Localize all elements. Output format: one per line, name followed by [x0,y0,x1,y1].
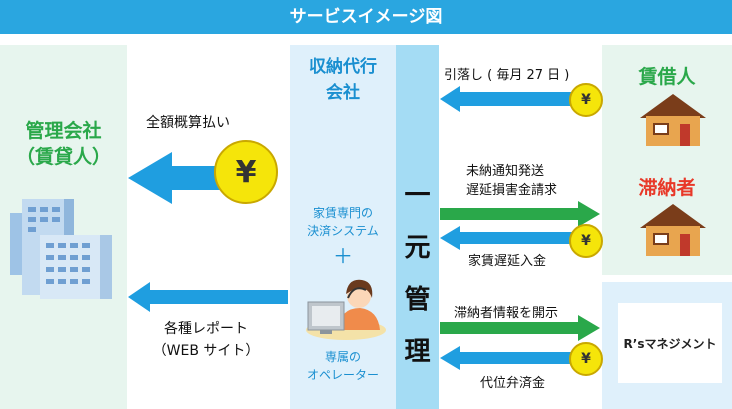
management-company-title-line1: 管理会社 [25,120,102,142]
late-rent-arrow [440,226,598,250]
plus-sign: ＋ [333,244,353,268]
unified-management-text: 一 元 管 理 [396,170,439,378]
operator-line1: 専属の [324,350,361,364]
notice-line2: 遅延損害金請求 [466,183,558,198]
delinquent-house-icon [640,204,706,256]
management-company-title-line2: （賃貸人） [15,146,111,168]
late-rent-yen-coin-icon: ¥ [569,224,603,258]
payment-system-line2: 決済システム [307,224,379,238]
subrogation-label: 代位弁済金 [480,376,546,391]
unified-management-panel [396,45,439,409]
operator-label: 専属の オペレーター [290,348,396,384]
late-rent-label: 家賃遅延入金 [468,254,547,269]
debit-yen-coin-icon: ¥ [569,83,603,117]
subrogation-yen-coin-icon: ¥ [569,342,603,376]
delinquent-title: 滞納者 [638,177,696,199]
notice-label: 未納通知発送 遅延損害金請求 [466,162,557,200]
reports-line1: 各種レポート [164,321,248,337]
banner-title: サービスイメージ図 [0,0,732,34]
tenant-house-icon [640,94,706,146]
tenant-title: 賃借人 [638,66,696,88]
unified-char-2: 元 [404,233,431,263]
disclose-label: 滞納者情報を開示 [454,306,559,321]
reports-line2: （WEB サイト） [152,343,260,359]
payment-system-label: 家賃専門の 決済システム [290,204,396,240]
collection-agency-title-line2: 会社 [326,83,360,103]
collection-agency-panel [290,45,396,409]
management-company-title: 管理会社 （賃貸人） [0,118,127,170]
unified-char-3: 管 [404,285,431,315]
lump-sum-label: 全額概算払い [146,115,230,131]
office-building-icon [10,199,112,299]
debit-label: 引落し ( 毎月 27 日 ) [444,68,570,83]
debit-arrow [440,86,598,112]
operator-icon [306,279,386,340]
unified-char-1: 一 [404,181,431,211]
unified-char-4: 理 [404,337,431,367]
payment-system-line1: 家賃専門の [312,206,373,220]
lump-sum-arrow [128,152,236,204]
notice-line1: 未納通知発送 [466,164,545,179]
reports-label: 各種レポート （WEB サイト） [136,318,276,362]
lump-sum-yen-coin-icon: ¥ [214,140,278,204]
collection-agency-title: 収納代行 会社 [290,54,396,106]
reports-arrow [128,282,288,312]
operator-line2: オペレーター [306,368,379,382]
rs-management-box: R’sマネジメント [618,303,722,383]
disclose-arrow [440,315,600,341]
collection-agency-title-line1: 収納代行 [309,57,377,77]
subrogation-arrow [440,346,598,370]
notice-arrow [440,201,600,227]
